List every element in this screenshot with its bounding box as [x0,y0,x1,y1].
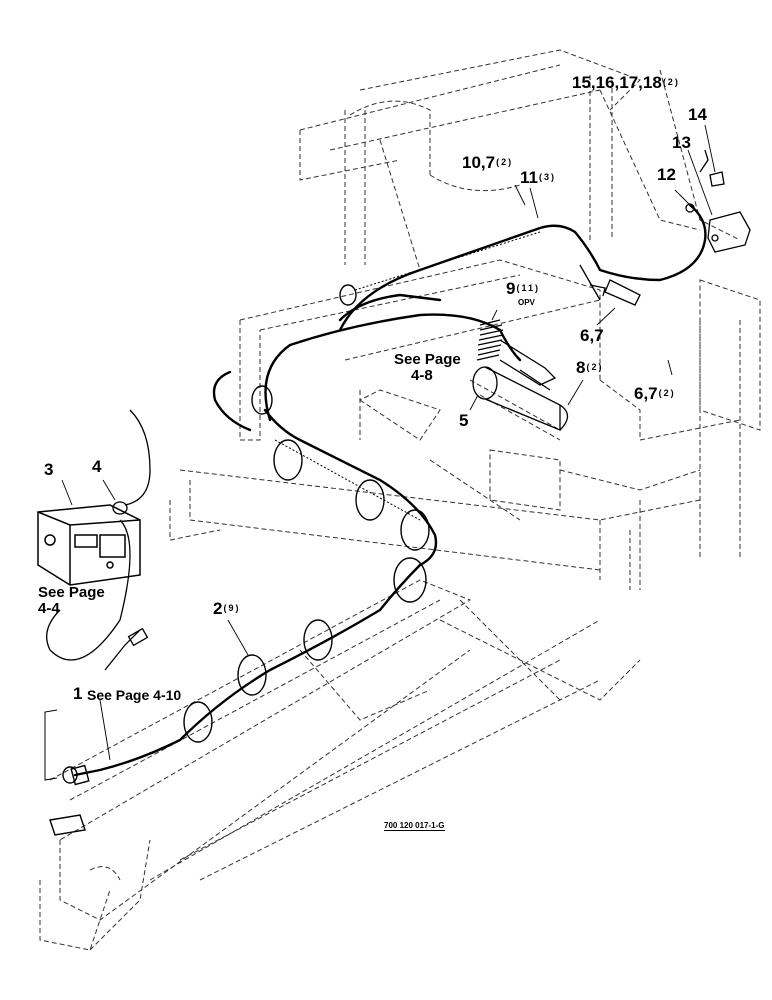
callout-number: 14 [688,105,707,124]
callout-8: 8(2) [576,359,603,377]
callout-13: 13 [672,134,691,152]
callout-2: 2(9) [213,600,240,618]
ref-line: See Page [394,351,461,368]
callout-4: 4 [92,458,101,476]
cylinder-parts [472,264,641,431]
callout-number: 5 [459,411,469,430]
callout-quantity: (2) [662,77,680,87]
hose-assembly [73,203,707,777]
callout-number: 10,7 [462,153,496,172]
callout-12: 12 [657,166,676,184]
callout-number: 13 [672,133,691,152]
callout-quantity: (2) [658,388,676,398]
see-page-4-4: See Page 4-4 [38,585,105,617]
reference-bracket [44,709,58,781]
control-box [37,504,141,586]
callout-number: 1 [73,684,83,703]
callout-note: OPV [518,298,535,307]
callout-6-7-qty: 6,7(2) [634,385,676,403]
callout-15-16-17-18: 15,16,17,18(2) [572,74,680,92]
callout-11: 11(3) [520,169,556,187]
see-page-4-8: See Page 4-8 [394,352,461,384]
callout-quantity: (2) [496,157,514,167]
drawing-number: 700 120 017-1-G [384,821,445,831]
callout-1: 1 [73,685,82,703]
callout-quantity: (11) [516,283,540,293]
callout-number: 6,7 [634,384,658,403]
ref-line: See Page [38,584,105,601]
callout-10-7: 10,7(2) [462,154,513,172]
callout-14: 14 [688,106,707,124]
callout-3: 3 [44,461,53,479]
callout-number: 9 [506,279,516,298]
callout-quantity: (9) [223,603,241,613]
callout-number: 15,16,17,18 [572,73,662,92]
callout-number: 8 [576,358,586,377]
leader-lines [61,124,716,761]
callout-number: 11 [520,168,538,187]
machine-frame [39,49,761,951]
callout-5: 5 [459,412,468,430]
light-bracket [685,149,751,253]
see-page-4-10: See Page 4-10 [87,687,182,703]
callout-number: 12 [657,165,676,184]
callout-number: 4 [92,457,102,476]
ref-line: 4-8 [411,366,433,384]
callout-number: 6,7 [580,326,604,345]
callout-quantity: (3) [538,172,556,182]
callout-quantity: (2) [586,362,604,372]
callout-9: 9(11) OPV [506,280,540,307]
callout-number: 2 [213,599,223,618]
harness-connector [49,764,90,836]
callout-6-7: 6,7 [580,327,604,345]
hose-clamps [183,284,430,743]
callout-number: 3 [44,460,54,479]
power-plug [46,409,151,671]
hose-texture [274,231,541,521]
ref-line: 4-4 [38,599,60,617]
